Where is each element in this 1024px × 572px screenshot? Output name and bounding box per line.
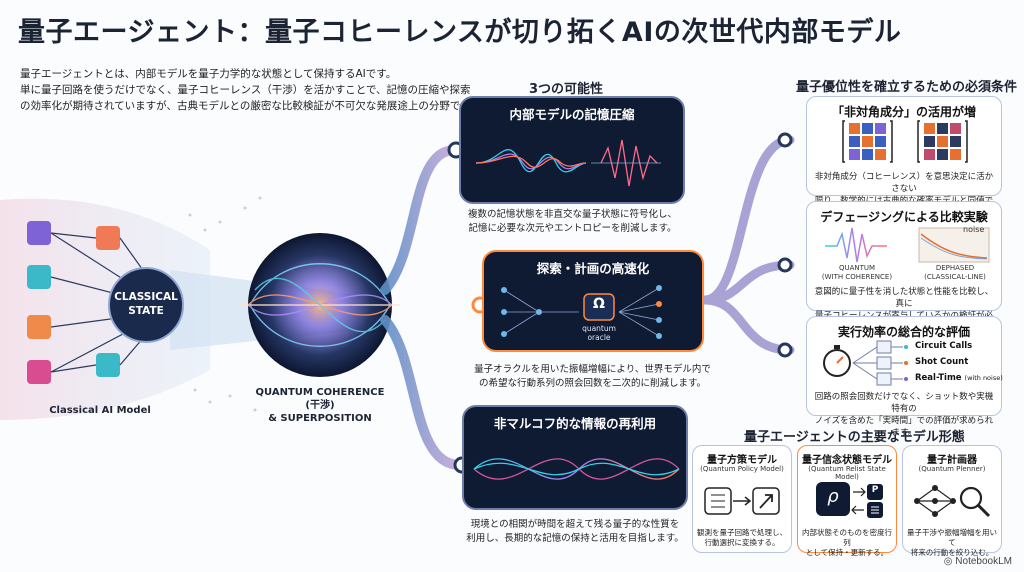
- intro-line: 単に量子回路を使うだけでなく、量子コヒーレンス（干渉）を活かすことで、記憶の圧縮…: [20, 84, 470, 96]
- quantum-coherence-label: QUANTUM COHERENCE (干渉) & SUPERPOSITION: [255, 387, 385, 424]
- panel-title: 内部モデルの記憶圧縮: [509, 107, 635, 122]
- card-off-diagonal: 「非対角成分」の活用が増 非対角成分（コヒーレンス）を意思決定に活かさない 限り…: [806, 96, 1002, 218]
- model-subtitle: (Quantum Policy Model): [700, 465, 784, 473]
- panel-search-acceleration: 探索・計画の高速化 Ω quantum oracle: [482, 250, 704, 352]
- panel-memory-compression: 内部モデルの記憶圧縮: [459, 96, 685, 204]
- panel-title: 非マルコフ的な情報の再利用: [493, 416, 657, 431]
- notebooklm-logo-icon: ◎: [943, 556, 956, 567]
- classical-model-label: Classical AI Model: [49, 405, 151, 416]
- notebooklm-brand: ◎ NotebookLM: [943, 556, 1012, 567]
- metric-real-time: Real-Time (with noise): [915, 373, 1003, 383]
- oracle-symbol: Ω: [593, 296, 605, 312]
- classical-state-label: CLASSICAL STATE: [114, 291, 178, 317]
- model-caption: 観測を量子回路で処理し、 行動選択に変換する。: [697, 528, 787, 547]
- matrix-icons: [842, 120, 968, 163]
- rho-symbol: ρ: [827, 486, 839, 507]
- card-efficiency: 実行効率の総合的な評価 Circuit Calls Shot Count Rea…: [806, 316, 1003, 438]
- dephasing-graphics: [825, 227, 990, 263]
- memory-compression-caption: 複数の記憶状態を非直交な量子状態に符号化し、 記憶に必要な次元やエントロピーを削…: [467, 209, 677, 234]
- model-caption: 量子干渉や振幅増幅を用いて 将来の行動を絞り込む。: [907, 528, 997, 557]
- policy-icon: [704, 487, 780, 515]
- panel-title: 探索・計画の高速化: [536, 261, 650, 276]
- metric-circuit-calls: Circuit Calls: [915, 341, 973, 351]
- quantum-label: QUANTUM (WITH COHERENCE): [821, 264, 893, 281]
- rho-symbol-box: [816, 482, 850, 516]
- oracle-network-graphic: [501, 285, 662, 339]
- planner-icon: [914, 485, 991, 518]
- model-card-planner: 量子計画器 (Quantum Plenner) 量子干渉や振幅増幅を用いて 将来…: [902, 445, 1002, 557]
- possibilities-heading: 3つの可能性: [529, 82, 604, 97]
- classical-state-node: [108, 267, 184, 343]
- model-card-policy: 量子方策モデル (Quantum Policy Model) 観測を量子回路で処…: [692, 445, 792, 553]
- belief-arrows: [851, 484, 883, 518]
- intro-line: の効率化が期待されていますが、古典モデルとの厳密な比較検証が不可欠な発展途上の分…: [20, 100, 470, 112]
- mini-p-symbol: P: [871, 485, 879, 495]
- noise-label: noise: [963, 225, 985, 234]
- card-caption: 回路の照会回数だけでなく、ショット数や実機特有の ノイズを含めた「実時間」での評…: [814, 392, 994, 438]
- search-acceleration-caption: 量子オラクルを用いた振幅増幅により、世界モデル内で の希望な行動系列の照会回数を…: [474, 364, 711, 389]
- model-card-belief-state: 量子信念状態モデル (Quantum Relist State Model) ρ…: [797, 445, 897, 557]
- model-subtitle: (Quantum Plenner): [918, 465, 986, 473]
- model-title: 量子計画器: [927, 455, 977, 466]
- non-markov-caption: 現境との相関が時間を超えて残る量子的な性質を 利用し、長期的な記憶の保持と活用を…: [466, 519, 684, 544]
- dephased-label: DEPHASED (CLASSICAL-LINE): [924, 264, 986, 281]
- oracle-label: quantum oracle: [582, 324, 616, 342]
- card-dephasing: デフェージングによる比較実験 noise QUANTUM (WITH COHER…: [806, 201, 1002, 333]
- models-heading: 量子エージェントの主要なモデル形態: [744, 430, 965, 445]
- panel-non-markov-reuse: 非マルコフ的な情報の再利用: [462, 405, 688, 510]
- card-title: 「非対角成分」の活用が増: [831, 105, 976, 119]
- efficiency-graphic: [823, 340, 908, 386]
- conditions-heading: 量子優位性を確立するための必須条件: [796, 80, 1018, 95]
- classical-blocks: [27, 221, 151, 384]
- card-title: デフェージングによる比較実験: [820, 210, 988, 224]
- model-subtitle: (Quantum Relist State Model): [808, 465, 886, 481]
- model-title: 量子方策モデル: [707, 455, 777, 466]
- compression-wave-graphic: [475, 139, 661, 187]
- card-title: 実行効率の総合的な評価: [837, 325, 970, 339]
- intro-line: 量子エージェントとは、内部モデルを量子力学的な状態として保持するAIです。: [20, 68, 397, 80]
- model-caption: 内部状態そのものを密度行列 として保持・更新する。: [802, 528, 892, 557]
- model-title: 量子信念状態モデル: [802, 455, 892, 466]
- metric-shot-count: Shot Count: [915, 357, 969, 367]
- braided-wave-graphic: [473, 458, 680, 480]
- intro-text: 量子エージェントとは、内部モデルを量子力学的な状態として保持するAIです。 単に…: [20, 66, 470, 114]
- page-title: 量子エージェント：量子コヒーレンスが切り拓くAIの次世代内部モデル: [18, 17, 902, 48]
